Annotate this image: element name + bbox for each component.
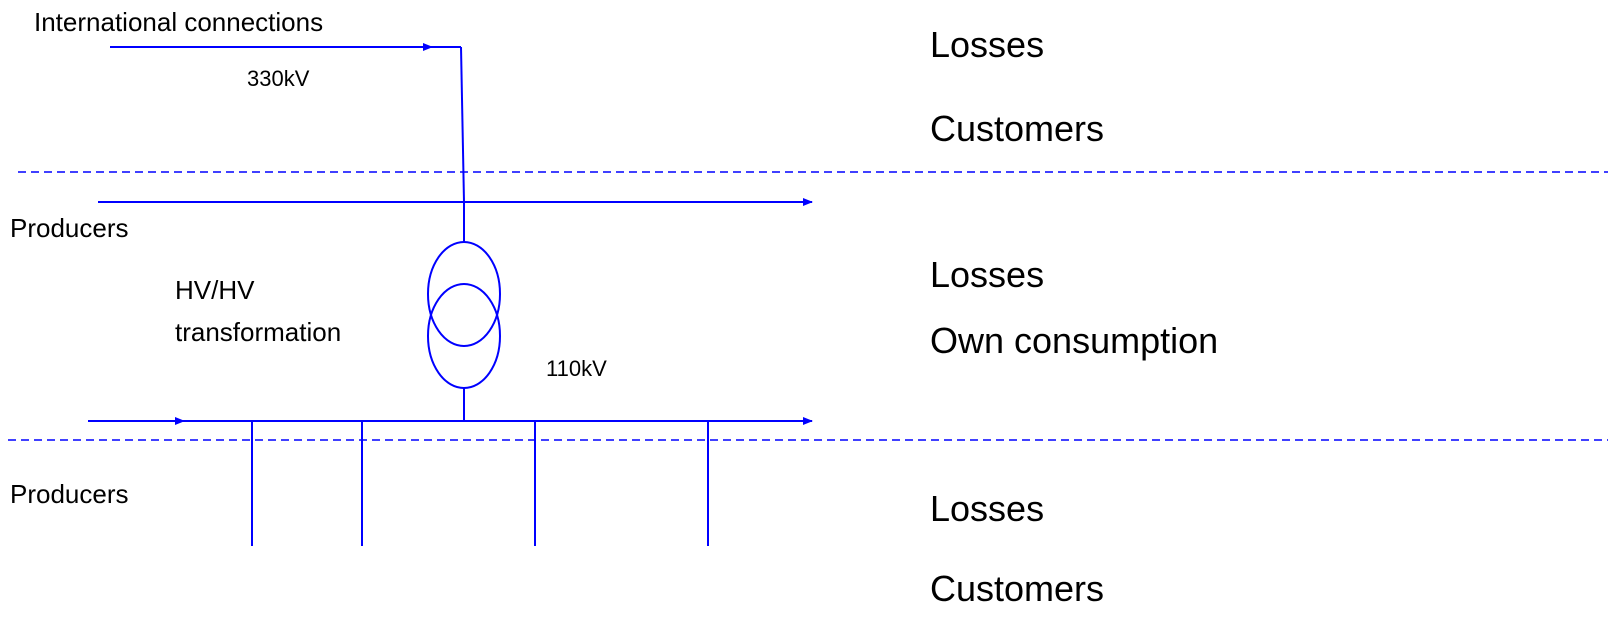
section-3-customers: Customers [930,568,1105,609]
section-2-own-consumption: Own consumption [930,320,1219,361]
section-1-losses: Losses [930,24,1045,65]
feeder-to-busbar-line [460,46,465,203]
producers-label-top: Producers [10,213,129,243]
section-2-losses: Losses [930,254,1045,295]
voltage-330kv-label: 330kV [247,66,310,91]
transformation-label-line2: transformation [175,317,342,347]
transformer-winding-upper [427,241,501,347]
section-1-customers: Customers [930,108,1105,149]
producers-label-bottom: Producers [10,479,129,509]
transformer-winding-lower [427,283,501,389]
section-3-losses: Losses [930,488,1045,529]
transformation-label-line1: HV/HV [175,275,255,305]
international-connections-label: International connections [34,7,324,37]
voltage-110kv-label: 110kV [546,356,607,381]
